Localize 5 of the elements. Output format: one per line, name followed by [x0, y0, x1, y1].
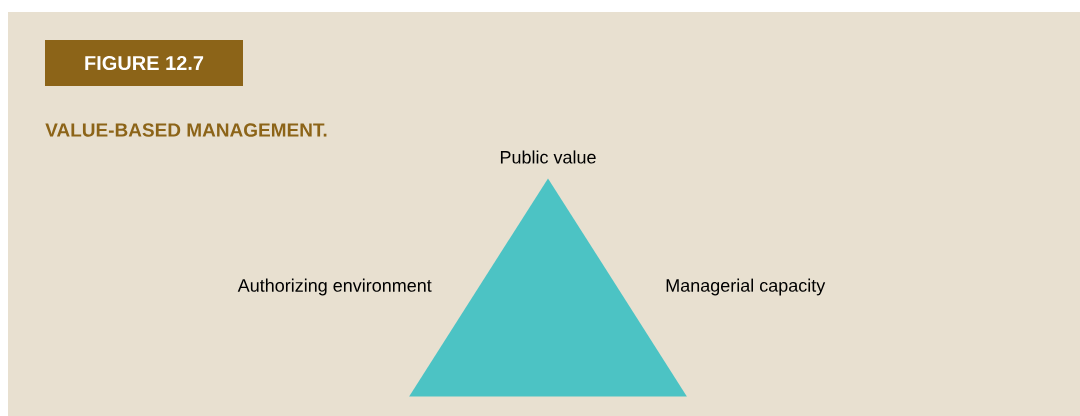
vertex-label: Authorizing environment — [237, 278, 432, 296]
figure-title: VALUE-BASED MANAGEMENT. — [45, 123, 327, 137]
vertex-label: Public value — [500, 150, 596, 164]
figure-label: FIGURE 12.7 — [45, 40, 243, 86]
vertex-label: Managerial capacity — [666, 278, 826, 296]
